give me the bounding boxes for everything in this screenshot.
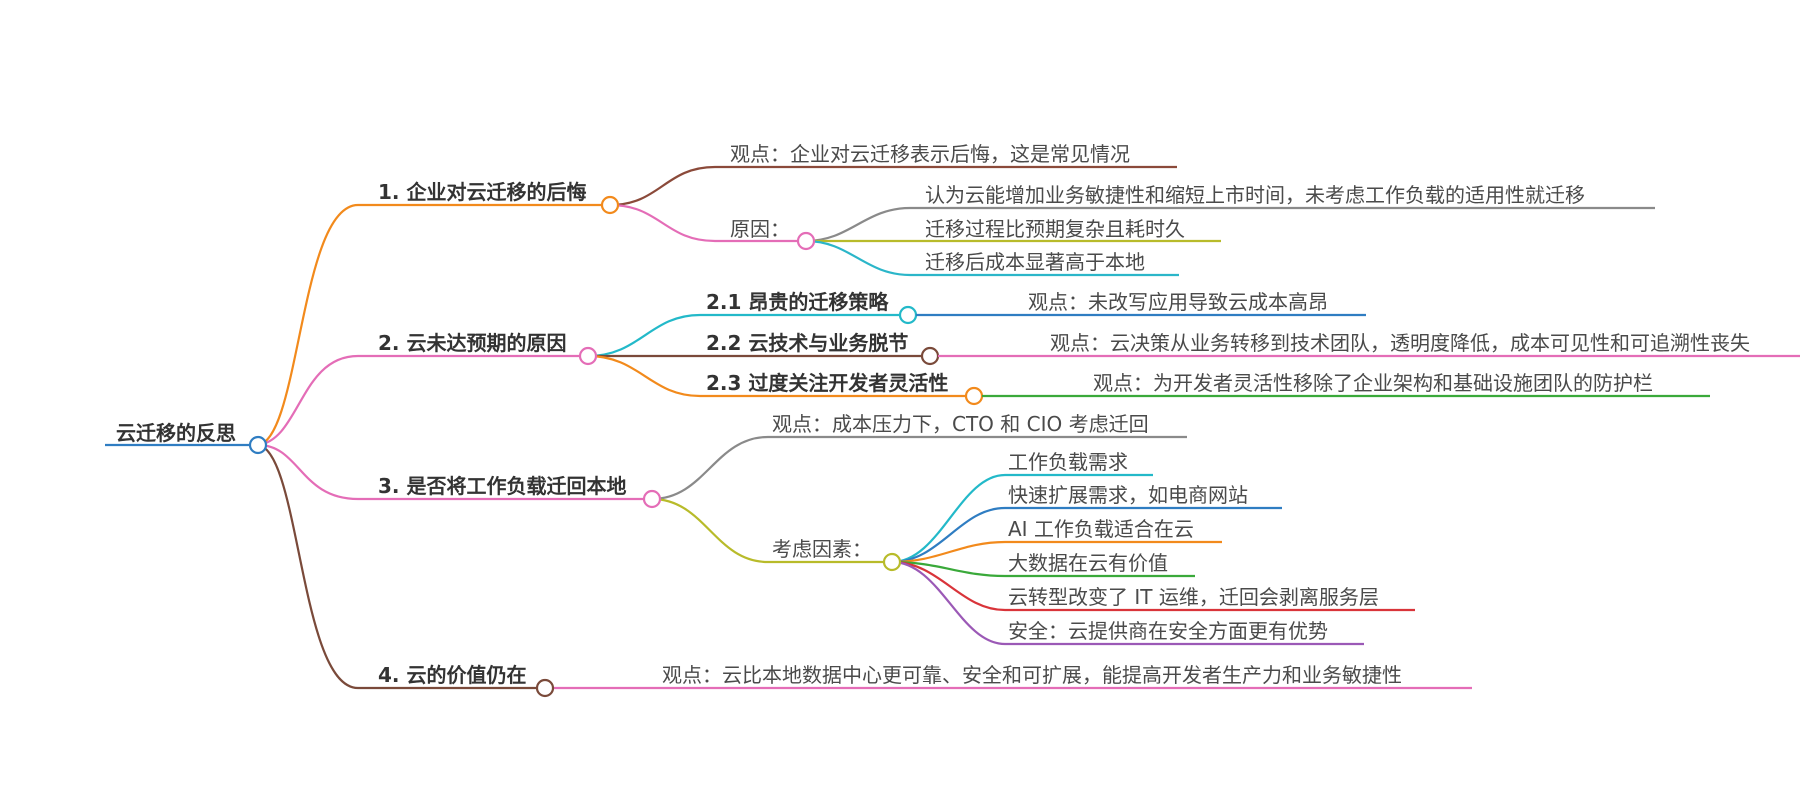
- reason-item-1-text: 认为云能增加业务敏捷性和缩短上市时间，未考虑工作负载的适用性就迁移: [925, 183, 1585, 207]
- s21-dot[interactable]: [898, 305, 918, 325]
- b4-viewpoint[interactable]: 观点：云比本地数据中心更可靠、安全和可扩展，能提高开发者生产力和业务敏捷性: [655, 663, 1472, 690]
- s21-viewpoint-text: 观点：未改写应用导致云成本高昂: [1028, 290, 1328, 314]
- b3-factors[interactable]: 考虑因素：: [768, 537, 902, 572]
- edge-factors-f6: [891, 560, 1006, 646]
- edge-b1-viewpoint: [609, 165, 716, 207]
- b1-viewpoint-text: 观点：企业对云迁移表示后悔，这是常见情况: [730, 142, 1130, 166]
- branch-1-label: 1. 企业对云迁移的后悔: [378, 180, 586, 204]
- s22-dot[interactable]: [920, 346, 940, 366]
- factor-5-text: 云转型改变了 IT 运维，迁回会剥离服务层: [1008, 585, 1379, 609]
- branch-2-dot[interactable]: [578, 346, 598, 366]
- s23-label: 2.3 过度关注开发者灵活性: [706, 371, 948, 395]
- edge-b2-s21: [587, 313, 701, 358]
- b4-viewpoint-text: 观点：云比本地数据中心更可靠、安全和可扩展，能提高开发者生产力和业务敏捷性: [662, 663, 1402, 687]
- reason-item-2[interactable]: 迁移过程比预期复杂且耗时久: [910, 217, 1221, 243]
- s22-label: 2.2 云技术与业务脱节: [706, 331, 908, 355]
- reason-item-3[interactable]: 迁移后成本显著高于本地: [910, 250, 1179, 277]
- branch-2-label: 2. 云未达预期的原因: [378, 331, 566, 355]
- s21-label: 2.1 昂贵的迁移策略: [706, 290, 889, 314]
- subtopic-2-1[interactable]: 2.1 昂贵的迁移策略: [700, 290, 918, 325]
- edge-b2-s23: [587, 354, 701, 398]
- factor-4[interactable]: 大数据在云有价值: [1005, 551, 1195, 578]
- root-node[interactable]: 云迁移的反思: [105, 421, 268, 455]
- branch-4-dot[interactable]: [535, 678, 555, 698]
- factor-6[interactable]: 安全：云提供商在安全方面更有优势: [1005, 619, 1364, 646]
- reason-item-2-text: 迁移过程比预期复杂且耗时久: [925, 217, 1185, 241]
- edge-root-b3: [257, 443, 359, 501]
- b3-viewpoint-text: 观点：成本压力下，CTO 和 CIO 考虑迁回: [772, 412, 1149, 436]
- edge-reason-c1: [805, 206, 911, 243]
- branch-1-reason[interactable]: 原因：: [715, 217, 816, 251]
- factor-6-text: 安全：云提供商在安全方面更有优势: [1008, 619, 1328, 643]
- branch-1[interactable]: 1. 企业对云迁移的后悔: [358, 180, 620, 215]
- edges: [257, 165, 1006, 690]
- branch-2[interactable]: 2. 云未达预期的原因: [358, 331, 598, 366]
- edge-root-b4: [257, 443, 359, 690]
- factor-1[interactable]: 工作负载需求: [1005, 450, 1153, 477]
- s23-dot[interactable]: [964, 386, 984, 406]
- branch-1-viewpoint[interactable]: 观点：企业对云迁移表示后悔，这是常见情况: [715, 142, 1177, 169]
- b1-reason-dot[interactable]: [796, 231, 816, 251]
- branch-3[interactable]: 3. 是否将工作负载迁回本地: [358, 474, 662, 509]
- s22-viewpoint-text: 观点：云决策从业务转移到技术团队，透明度降低，成本可见性和可追溯性丧失: [1050, 331, 1750, 355]
- b3-factors-dot[interactable]: [882, 552, 902, 572]
- factor-1-text: 工作负载需求: [1008, 450, 1128, 474]
- edge-root-b1: [257, 203, 359, 447]
- factor-2[interactable]: 快速扩展需求，如电商网站: [1005, 483, 1282, 510]
- factor-4-text: 大数据在云有价值: [1008, 551, 1168, 575]
- b3-factors-text: 考虑因素：: [772, 537, 872, 561]
- edge-b3-viewpoint: [651, 435, 769, 501]
- reason-item-1[interactable]: 认为云能增加业务敏捷性和缩短上市时间，未考虑工作负载的适用性就迁移: [910, 183, 1655, 210]
- s23-viewpoint[interactable]: 观点：为开发者灵活性移除了企业架构和基础设施团队的防护栏: [982, 371, 1710, 398]
- root-collapse-dot[interactable]: [248, 435, 268, 455]
- branch-3-dot[interactable]: [642, 489, 662, 509]
- factor-3-text: AI 工作负载适合在云: [1008, 517, 1194, 541]
- branch-4-label: 4. 云的价值仍在: [378, 663, 526, 687]
- b3-viewpoint[interactable]: 观点：成本压力下，CTO 和 CIO 考虑迁回: [768, 412, 1187, 439]
- subtopic-2-2[interactable]: 2.2 云技术与业务脱节: [700, 331, 940, 366]
- edge-b1-reason: [609, 203, 716, 243]
- reason-item-3-text: 迁移后成本显著高于本地: [925, 250, 1145, 274]
- edge-reason-c3: [805, 239, 911, 277]
- edge-root-b2: [257, 354, 359, 447]
- s21-viewpoint[interactable]: 观点：未改写应用导致云成本高昂: [916, 290, 1366, 317]
- edge-b3-factors: [651, 497, 769, 564]
- branch-1-dot[interactable]: [600, 195, 620, 215]
- edge-factors-f2: [891, 506, 1006, 564]
- s22-viewpoint[interactable]: 观点：云决策从业务转移到技术团队，透明度降低，成本可见性和可追溯性丧失: [938, 331, 1800, 358]
- branch-3-label: 3. 是否将工作负载迁回本地: [378, 474, 626, 498]
- edge-factors-f3: [891, 540, 1006, 564]
- factor-3[interactable]: AI 工作负载适合在云: [1005, 517, 1222, 544]
- subtopic-2-3[interactable]: 2.3 过度关注开发者灵活性: [700, 371, 984, 406]
- root-label: 云迁移的反思: [116, 421, 236, 445]
- branch-4[interactable]: 4. 云的价值仍在: [358, 663, 555, 698]
- s23-viewpoint-text: 观点：为开发者灵活性移除了企业架构和基础设施团队的防护栏: [1093, 371, 1653, 395]
- factor-5[interactable]: 云转型改变了 IT 运维，迁回会剥离服务层: [1005, 585, 1415, 612]
- b1-reason-text: 原因：: [730, 217, 790, 241]
- edge-factors-f1: [891, 473, 1006, 564]
- factor-2-text: 快速扩展需求，如电商网站: [1008, 483, 1248, 507]
